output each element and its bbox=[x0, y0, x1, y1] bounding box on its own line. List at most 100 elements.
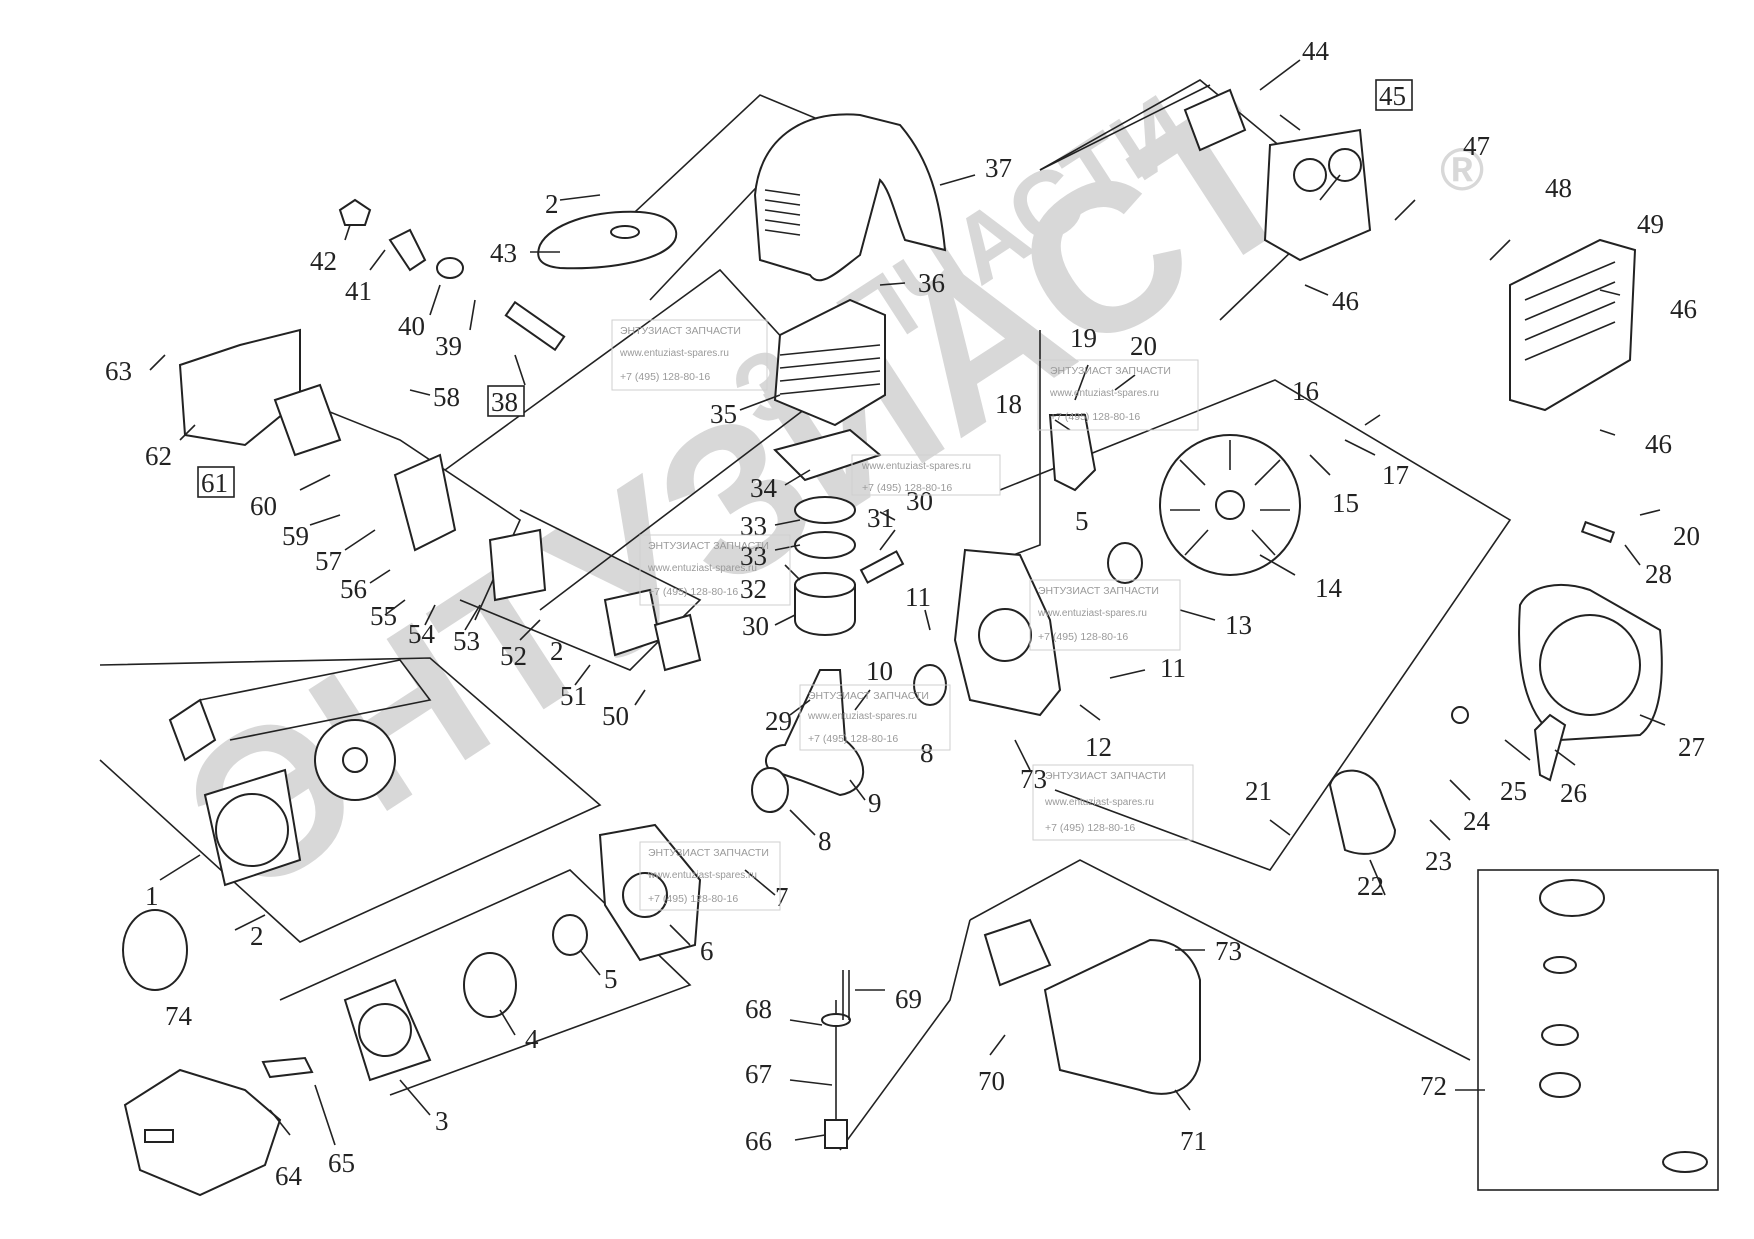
svg-text:ЭНТУЗИАСТ ЗАПЧАСТИ: ЭНТУЗИАСТ ЗАПЧАСТИ bbox=[808, 690, 929, 702]
label-34: 34 bbox=[750, 473, 778, 503]
fuel-cap-filter-part bbox=[1541, 1024, 1579, 1046]
label-40: 40 bbox=[398, 311, 425, 341]
label-4: 4 bbox=[525, 1024, 539, 1054]
fuel-cap-box bbox=[1477, 869, 1719, 1191]
label-11: 11 bbox=[905, 582, 931, 612]
carburetor-part bbox=[488, 528, 547, 602]
fuel-cap-tether-part bbox=[1662, 1151, 1708, 1173]
label-20: 20 bbox=[1673, 521, 1700, 551]
label-45: 45 bbox=[1379, 81, 1406, 111]
watermark-stamp: ЭНТУЗИАСТ ЗАПЧАСТИ www.entuziast-spares.… bbox=[639, 841, 781, 911]
label-52: 52 bbox=[500, 641, 527, 671]
svg-text:+7 (495) 128-80-16: +7 (495) 128-80-16 bbox=[1038, 631, 1128, 643]
label-5: 5 bbox=[1075, 506, 1089, 536]
label-5: 5 bbox=[604, 964, 618, 994]
label-59: 59 bbox=[282, 521, 309, 551]
label-63: 63 bbox=[105, 356, 132, 386]
muffler-cover-part bbox=[1509, 238, 1637, 412]
svg-text:www.entuziast-spares.ru: www.entuziast-spares.ru bbox=[1044, 797, 1154, 808]
frame-tank-left bbox=[839, 919, 971, 1151]
label-23: 23 bbox=[1425, 846, 1452, 876]
label-46: 46 bbox=[1645, 429, 1672, 459]
label-2: 2 bbox=[550, 636, 564, 666]
gasket-disc-part bbox=[122, 909, 188, 991]
label-33: 33 bbox=[740, 511, 767, 541]
frame-starter-top bbox=[199, 659, 432, 741]
muffler-part bbox=[1263, 128, 1372, 262]
fuel-filter-part bbox=[824, 1119, 848, 1149]
spark-plug-part bbox=[504, 300, 566, 352]
svg-text:ЭНТУЗИАСТ ЗАПЧАСТИ: ЭНТУЗИАСТ ЗАПЧАСТИ bbox=[648, 540, 769, 552]
svg-text:www.entuziast-spares.ru: www.entuziast-spares.ru bbox=[647, 870, 757, 881]
label-73: 73 bbox=[1215, 936, 1242, 966]
label-7: 7 bbox=[775, 882, 789, 912]
frame-cylinder bbox=[444, 268, 832, 611]
label-39: 39 bbox=[435, 331, 462, 361]
parts bbox=[122, 88, 1708, 1197]
label-25: 25 bbox=[1500, 776, 1527, 806]
starter-handle-part bbox=[168, 698, 217, 762]
svg-text:+7 (495) 128-80-16: +7 (495) 128-80-16 bbox=[648, 893, 738, 905]
svg-text:ЭНТУЗИАСТ ЗАПЧАСТИ: ЭНТУЗИАСТ ЗАПЧАСТИ bbox=[1038, 585, 1159, 597]
label-24: 24 bbox=[1463, 806, 1491, 836]
label-22: 22 bbox=[1357, 871, 1384, 901]
label-2: 2 bbox=[250, 921, 264, 951]
label-17: 17 bbox=[1382, 460, 1409, 490]
svg-text:ЭНТУЗИАСТ ЗАПЧАСТИ: ЭНТУЗИАСТ ЗАПЧАСТИ bbox=[1050, 365, 1171, 377]
pawl-part bbox=[1533, 713, 1567, 782]
air-box-part bbox=[178, 328, 301, 447]
piston-part bbox=[794, 584, 856, 636]
svg-text:+7 (495) 128-80-16: +7 (495) 128-80-16 bbox=[808, 733, 898, 745]
svg-text:www.entuziast-spares.ru: www.entuziast-spares.ru bbox=[647, 563, 757, 574]
frame-cover bbox=[604, 94, 822, 301]
label-56: 56 bbox=[340, 574, 367, 604]
flywheel-fins bbox=[1170, 440, 1290, 556]
watermark-stamp: www.entuziast-spares.ru +7 (495) 128-80-… bbox=[851, 454, 1001, 496]
watermark-stamp: ЭНТУЗИАСТ ЗАПЧАСТИ www.entuziast-spares.… bbox=[611, 319, 768, 391]
piston-ring-part-2 bbox=[794, 531, 856, 559]
label-35: 35 bbox=[710, 399, 737, 429]
svg-text:ЭНТУЗИАСТ ЗАПЧАСТИ: ЭНТУЗИАСТ ЗАПЧАСТИ bbox=[648, 847, 769, 859]
watermark-stamps: ЭНТУЗИАСТ ЗАПЧАСТИ www.entuziast-spares.… bbox=[611, 319, 1199, 911]
label-48: 48 bbox=[1545, 173, 1572, 203]
oil-seal-part bbox=[552, 914, 588, 956]
label-20: 20 bbox=[1130, 331, 1157, 361]
label-55: 55 bbox=[370, 601, 397, 631]
label-26: 26 bbox=[1560, 778, 1587, 808]
piston-pin-part bbox=[859, 550, 905, 584]
label-11: 11 bbox=[1160, 653, 1186, 683]
svg-text:+7 (495) 128-80-16: +7 (495) 128-80-16 bbox=[648, 586, 738, 598]
label-32: 32 bbox=[740, 574, 767, 604]
watermark-stamp: ЭНТУЗИАСТ ЗАПЧАСТИ www.entuziast-spares.… bbox=[1032, 764, 1194, 841]
muffler-gasket-part bbox=[1183, 88, 1247, 152]
label-54: 54 bbox=[408, 619, 436, 649]
label-49: 49 bbox=[1637, 209, 1664, 239]
plug-cap-part bbox=[388, 228, 427, 272]
svg-text:+7 (495) 128-80-16: +7 (495) 128-80-16 bbox=[620, 371, 710, 383]
piston-ring-part bbox=[794, 496, 856, 524]
label-18: 18 bbox=[995, 389, 1022, 419]
label-65: 65 bbox=[328, 1148, 355, 1178]
bolt-25-part bbox=[1451, 706, 1469, 724]
engine-cover-grille bbox=[764, 189, 801, 236]
label-45-box: 45 bbox=[1375, 79, 1413, 111]
label-36: 36 bbox=[918, 268, 945, 298]
muffler-cover-grille bbox=[1524, 261, 1616, 361]
frame-tank bbox=[969, 859, 1471, 1061]
label-64: 64 bbox=[275, 1161, 303, 1191]
label-37: 37 bbox=[985, 153, 1012, 183]
svg-text:+7 (495) 128-80-16: +7 (495) 128-80-16 bbox=[862, 482, 952, 494]
label-70: 70 bbox=[978, 1066, 1005, 1096]
label-58: 58 bbox=[433, 382, 460, 412]
label-31: 31 bbox=[867, 503, 894, 533]
label-41: 41 bbox=[345, 276, 372, 306]
label-27: 27 bbox=[1678, 732, 1705, 762]
label-51: 51 bbox=[560, 681, 587, 711]
top-cap-part bbox=[537, 210, 678, 270]
label-38-box: 38 bbox=[487, 385, 525, 417]
label-15: 15 bbox=[1332, 488, 1359, 518]
label-2: 2 bbox=[545, 189, 559, 219]
oil-seal-part-2 bbox=[1107, 542, 1143, 584]
label-38: 38 bbox=[491, 387, 518, 417]
